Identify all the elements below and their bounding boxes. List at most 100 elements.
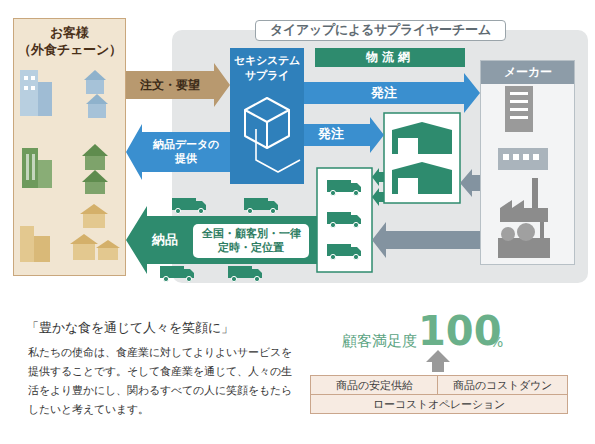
heading: 「豊かな食を通じて人々を笑顔に」 xyxy=(26,320,234,337)
building-illustration xyxy=(88,104,106,118)
company-logo xyxy=(267,110,289,148)
warehouse-box xyxy=(392,162,452,194)
order-arrow xyxy=(304,117,384,153)
delivery-arrow xyxy=(126,206,317,274)
factory-illustration xyxy=(505,86,533,132)
up-arrow xyxy=(426,350,450,372)
company-logo xyxy=(245,98,300,172)
factory-illustration xyxy=(510,92,528,95)
building-illustration xyxy=(32,154,35,180)
block-arrow xyxy=(126,124,230,180)
delivery-trucks xyxy=(172,198,206,214)
factory-illustration xyxy=(532,178,538,208)
building-illustration xyxy=(83,214,105,228)
block-arrow xyxy=(304,73,480,113)
building-illustration xyxy=(98,248,118,260)
building-illustration xyxy=(85,156,105,170)
building-illustration xyxy=(73,244,95,260)
delivery-trucks xyxy=(160,266,194,282)
satisfaction-label: 顧客満足度 xyxy=(342,332,417,351)
factory-illustration xyxy=(503,154,509,160)
truck-box xyxy=(327,244,361,260)
factory-illustration xyxy=(517,223,535,241)
building-illustration xyxy=(85,182,105,194)
building-illustration xyxy=(34,236,50,262)
warehouse-box xyxy=(384,113,460,203)
truck-box xyxy=(327,180,361,196)
building-illustration xyxy=(96,240,120,248)
process-box: 商品の安定供給 xyxy=(310,375,438,395)
arrow-label: 発注 xyxy=(318,126,344,143)
factory-illustration xyxy=(513,154,519,160)
warehouse-box xyxy=(392,122,452,154)
building-illustration xyxy=(84,70,106,80)
node-text: お客様 （外食チェーン） xyxy=(14,19,125,65)
transfer-arrow xyxy=(372,188,384,206)
arrow-label: 納品 xyxy=(152,232,178,249)
node-text: 全国・顧客別・一律 定時・定位置 xyxy=(193,224,309,259)
node-text: メーカー xyxy=(481,61,574,84)
factory-illustration xyxy=(540,222,544,238)
company-logo xyxy=(256,129,300,172)
building-illustration xyxy=(24,76,28,80)
unit: % xyxy=(490,334,503,350)
node-text: セキシステム サプライ xyxy=(230,48,304,90)
factory-illustration xyxy=(500,200,548,222)
transfer-arrow xyxy=(372,168,384,186)
node-text: 商品のコストダウン xyxy=(438,376,567,394)
arrow-label: 注文・要望 xyxy=(135,78,205,93)
building-illustration xyxy=(82,170,108,182)
building-illustration xyxy=(70,234,98,244)
company-logo xyxy=(245,110,267,148)
factory-illustration xyxy=(510,116,528,119)
building-illustration xyxy=(31,76,35,80)
factory-illustration xyxy=(523,154,529,160)
process-box: メーカー xyxy=(480,60,575,265)
team-region: タイアップによるサプライヤーチームセキシステム サプライ物流網メーカー全国・顧客… xyxy=(172,30,588,283)
process-box: お客様 （外食チェーン） xyxy=(13,18,126,276)
delivery-trucks xyxy=(228,266,262,282)
warehouse-box xyxy=(398,138,418,154)
supply-arrow xyxy=(372,222,480,258)
factory-illustration xyxy=(498,238,550,258)
block-arrow xyxy=(126,63,230,107)
node-text: 物流網 xyxy=(315,48,465,67)
building-illustration xyxy=(20,226,34,262)
paragraph: 私たちの使命は、食産業に対してよりよいサービスを提供することです。そして食産業を… xyxy=(28,343,300,419)
supply-arrow xyxy=(460,169,480,197)
process-box: 全国・顧客別・一律 定時・定位置 xyxy=(193,224,309,258)
factory-illustration xyxy=(498,148,548,170)
building-illustration xyxy=(24,86,28,90)
building-illustration xyxy=(86,94,108,104)
building-illustration xyxy=(86,80,104,94)
truck-box xyxy=(317,168,372,272)
arrow-label: 発注 xyxy=(354,85,414,102)
arrow-label: 納品データの 提供 xyxy=(149,138,223,167)
factory-illustration xyxy=(510,108,528,111)
factory-illustration xyxy=(533,154,539,160)
building-illustration xyxy=(38,160,52,188)
process-box: セキシステム サプライ xyxy=(230,48,304,184)
warehouse-box xyxy=(384,113,460,203)
factory-illustration xyxy=(510,100,528,103)
warehouse-box xyxy=(398,178,418,194)
node-text: タイアップによるサプライヤーチーム xyxy=(255,20,506,41)
building-illustration xyxy=(80,204,108,214)
factory-illustration xyxy=(501,227,515,241)
node-text: 商品の安定供給 xyxy=(311,376,437,394)
building-illustration xyxy=(26,154,29,180)
delivery-trucks xyxy=(244,198,278,214)
truck-box xyxy=(327,212,361,228)
building-illustration xyxy=(82,144,108,156)
process-box: 商品のコストダウン xyxy=(437,375,568,395)
network-band: 物流網 xyxy=(315,48,465,67)
node-text: ローコストオペレーション xyxy=(311,395,567,413)
factory-illustration xyxy=(498,86,550,258)
satisfaction-value: 100 xyxy=(418,309,502,353)
company-logo xyxy=(245,98,289,122)
building-illustration xyxy=(38,82,52,116)
building-illustration xyxy=(20,70,120,262)
building-illustration xyxy=(20,70,38,116)
building-illustration xyxy=(31,86,35,90)
building-illustration xyxy=(22,148,38,188)
